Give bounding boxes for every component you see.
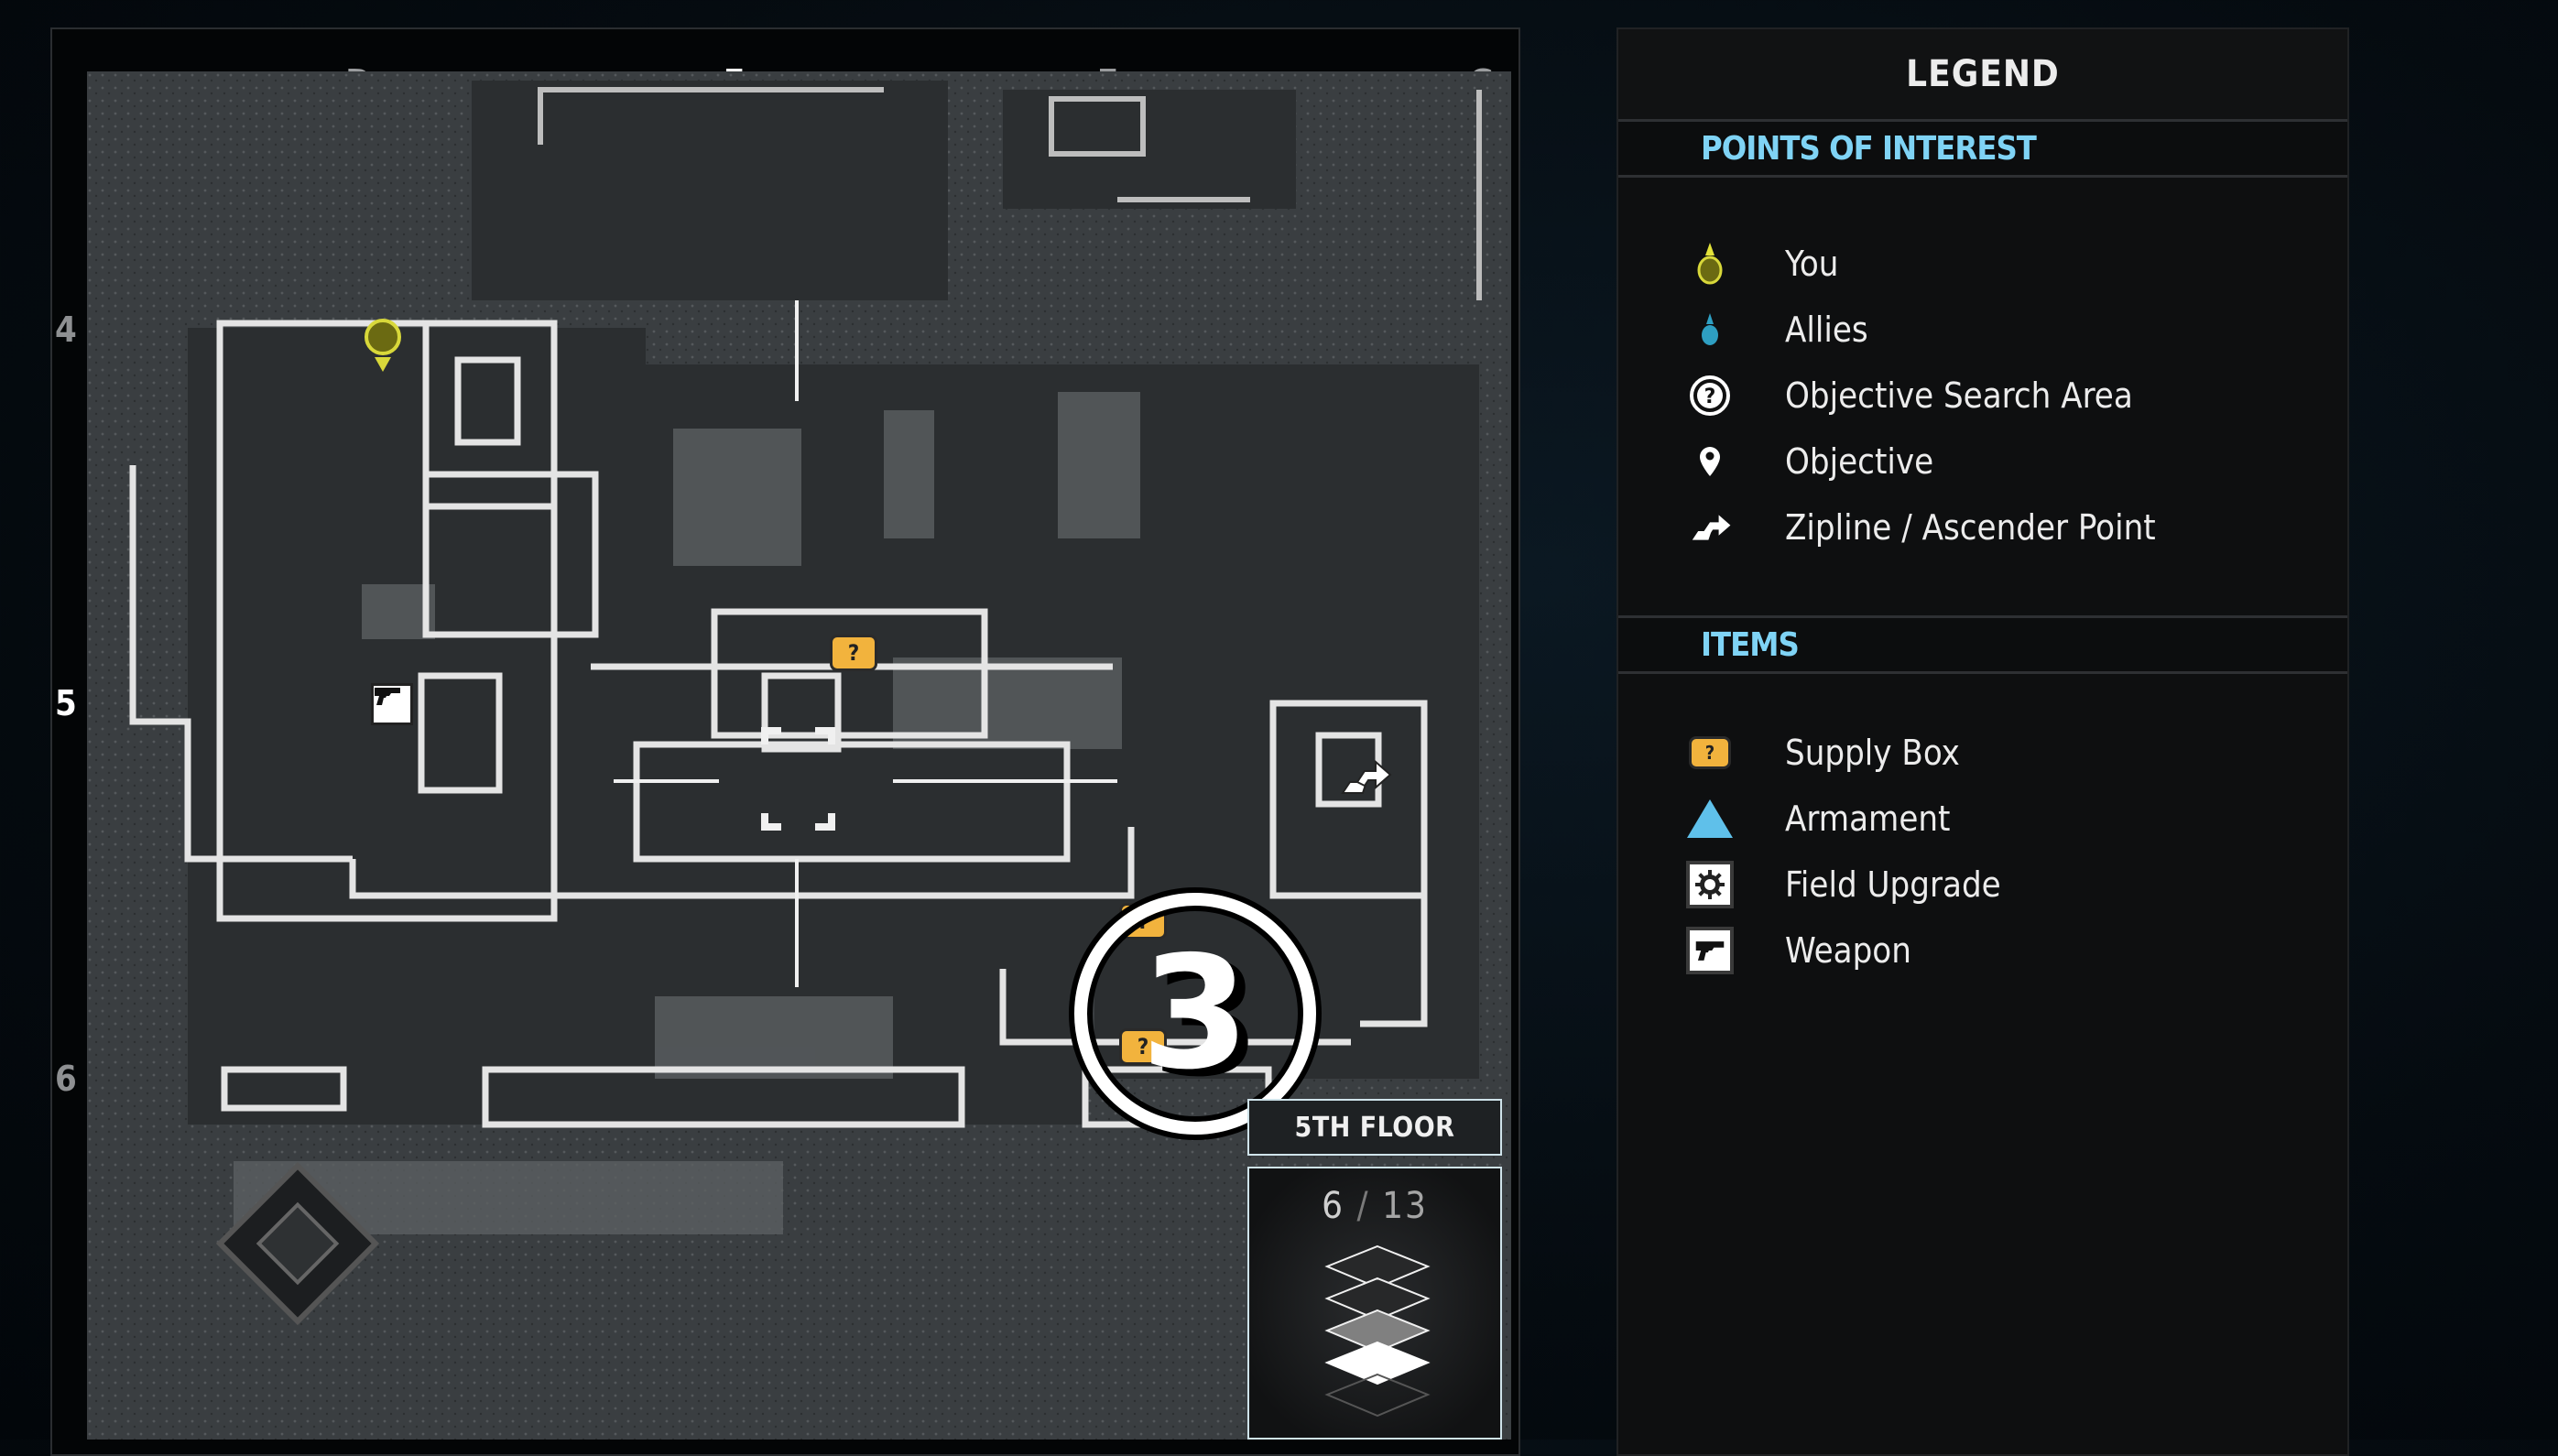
floor-counter: 6 / 13 — [1249, 1185, 1500, 1227]
ally-marker-icon — [1682, 311, 1737, 348]
items-list: ? Supply Box Armament Fiel — [1618, 674, 2347, 1038]
floor-selector[interactable]: 6 / 13 — [1247, 1167, 1502, 1440]
zipline-icon — [1341, 759, 1392, 794]
armament-icon — [1682, 798, 1737, 840]
legend-item-zipline: Zipline / Ascender Point — [1618, 494, 2347, 560]
points-of-interest-list: You Allies ? Objective Search Area Objec… — [1618, 178, 2347, 615]
legend-panel: LEGEND POINTS OF INTEREST You Allies ? O… — [1616, 27, 2349, 1456]
field-upgrade-icon — [1682, 861, 1737, 908]
floor-stack-icon — [1324, 1244, 1431, 1418]
legend-item-objective-search-area: ? Objective Search Area — [1618, 363, 2347, 429]
objective-search-area-icon: ? — [1682, 375, 1737, 417]
objective-pin-icon — [1682, 445, 1737, 478]
supply-box-icon: ? — [1682, 736, 1737, 769]
legend-item-objective: Objective — [1618, 429, 2347, 494]
legend-item-field-upgrade: Field Upgrade — [1618, 852, 2347, 918]
zipline-icon — [1682, 512, 1737, 543]
floor-name-label: 5TH FLOOR — [1247, 1099, 1502, 1156]
you-marker-icon — [1682, 241, 1737, 287]
grid-row-4: 4 — [55, 310, 77, 350]
floor-current: 6 — [1322, 1185, 1345, 1227]
grid-row-5: 5 — [55, 683, 77, 723]
items-heading: ITEMS — [1618, 615, 2347, 674]
points-of-interest-heading: POINTS OF INTEREST — [1618, 122, 2347, 178]
legend-item-supply-box: ? Supply Box — [1618, 720, 2347, 786]
weapon-icon — [1682, 927, 1737, 974]
pistol-icon — [1695, 941, 1725, 961]
supply-box-map-marker[interactable]: ? — [830, 635, 877, 671]
objective-number: 3 — [1140, 923, 1250, 1104]
pistol-icon — [375, 688, 400, 705]
legend-item-allies: Allies — [1618, 297, 2347, 363]
legend-item-you: You — [1618, 231, 2347, 297]
gear-icon — [1695, 870, 1725, 899]
floor-total: 13 — [1382, 1185, 1428, 1227]
svg-text:?: ? — [1704, 386, 1716, 408]
floor-separator: / — [1356, 1185, 1370, 1227]
legend-title: LEGEND — [1618, 29, 2347, 122]
legend-item-weapon: Weapon — [1618, 918, 2347, 983]
legend-item-armament: Armament — [1618, 786, 2347, 852]
grid-row-6: 6 — [55, 1059, 77, 1099]
weapon-map-marker[interactable] — [371, 683, 413, 725]
